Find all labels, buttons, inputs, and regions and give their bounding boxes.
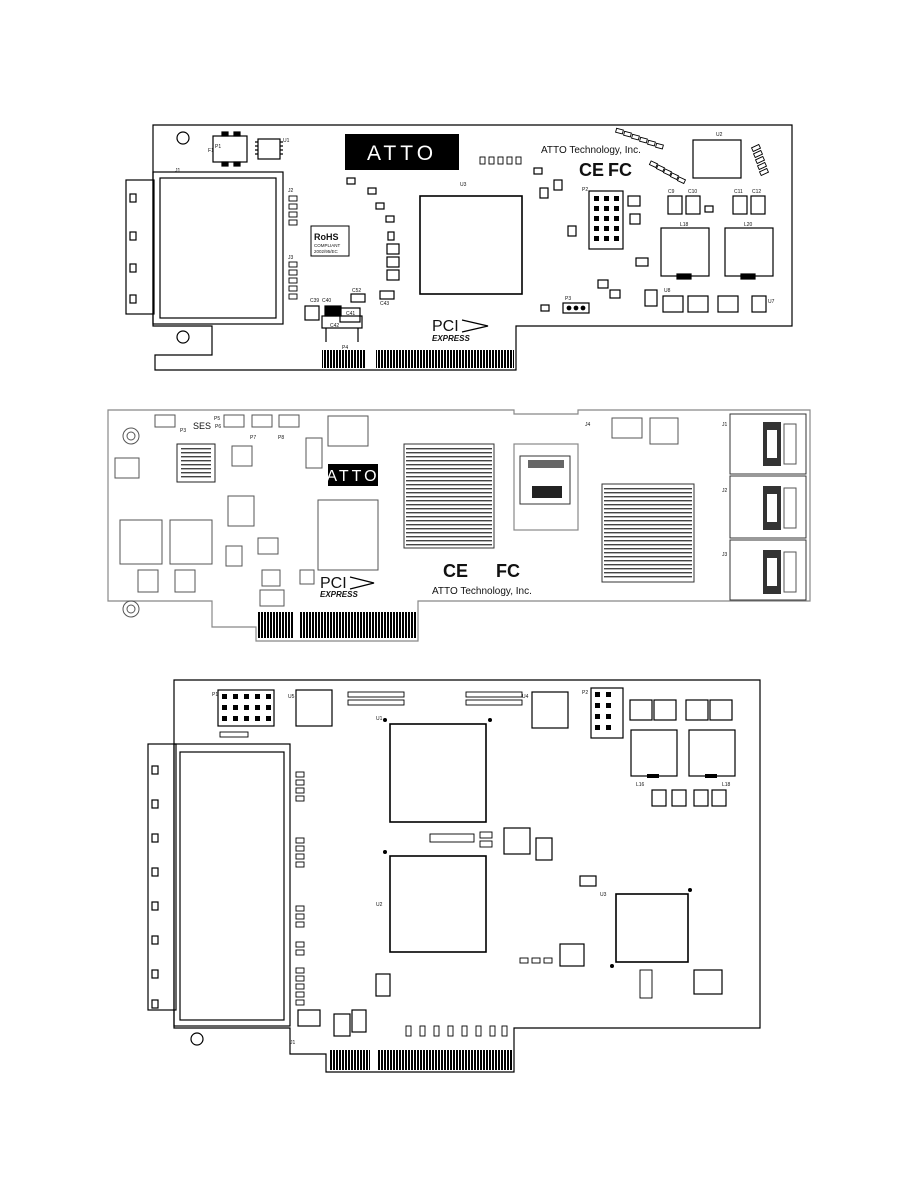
board-2-labels: ATTO ATTO Technology, Inc. CE FC PCI EXP… (180, 416, 728, 599)
fcc-mark: FC (608, 160, 632, 180)
refdes-l18: L18 (680, 222, 689, 228)
refdes-u1: U1 (283, 138, 290, 144)
refdes-u3: U3 (460, 182, 467, 188)
ce-mark: CE (579, 160, 604, 180)
board-1-edge-fingers (322, 350, 514, 368)
refdes-u1-b3: U1 (376, 716, 383, 722)
board-1-labels: ATTO ATTO Technology, Inc. CE FC PCI EXP… (175, 132, 775, 351)
refdes-c41: C41 (346, 311, 355, 317)
refdes-p4: P4 (342, 345, 348, 351)
refdes-c39: C39 (310, 298, 319, 304)
refdes-c40: C40 (322, 298, 331, 304)
atto-logo-box (345, 134, 459, 170)
board-2-components (114, 413, 807, 618)
express-logo-text: EXPRESS (432, 334, 470, 343)
rohs-badge (310, 225, 350, 257)
refdes-p8-b2: P8 (278, 435, 284, 441)
refdes-l20: L20 (744, 222, 753, 228)
board-1-passives (288, 127, 770, 300)
refdes-p6-b2: P6 (215, 424, 221, 430)
connector-bracket (125, 179, 155, 315)
company-name: ATTO Technology, Inc. (541, 145, 641, 156)
refdes-u4-b3: U4 (522, 694, 529, 700)
refdes-u3-b3: U3 (600, 892, 607, 898)
refdes-c43: C43 (380, 301, 389, 307)
refdes-c42: C42 (330, 323, 339, 329)
refdes-p5-b2: P5 (214, 416, 220, 422)
atto-logo-box-2 (328, 464, 378, 486)
pci-logo-text-2: PCI (320, 575, 347, 592)
refdes-l18-b3: L18 (722, 782, 731, 788)
atto-logo-2: ATTO (326, 468, 379, 485)
refdes-j3-b2: J3 (722, 552, 728, 558)
refdes-u2-b3: U2 (376, 902, 383, 908)
refdes-ses: SES (193, 421, 211, 431)
refdes-u2: U2 (716, 132, 723, 138)
refdes-u7: U7 (768, 299, 775, 305)
atto-logo: ATTO (367, 142, 437, 165)
refdes-p1-b3: P1 (212, 692, 218, 698)
refdes-p3: P3 (565, 296, 571, 302)
express-logo-text-2: EXPRESS (320, 590, 358, 599)
refdes-j3: J3 (288, 255, 294, 261)
refdes-p3-b2: P3 (180, 428, 186, 434)
refdes-c9: C9 (668, 189, 675, 195)
board-3-header-pins (222, 692, 717, 968)
company-name-2: ATTO Technology, Inc. (432, 586, 532, 597)
refdes-j1-b2: J1 (722, 422, 728, 428)
refdes-f1: F1 (208, 148, 214, 154)
ce-mark-2: CE (443, 561, 468, 581)
refdes-p2: P2 (582, 187, 588, 193)
board-3-edge-fingers (330, 1050, 512, 1070)
refdes-p1: P1 (215, 144, 221, 150)
fcc-mark-2: FC (496, 561, 520, 581)
refdes-c11: C11 (734, 189, 743, 195)
rohs-title: RoHS (314, 232, 339, 242)
rohs-line1: COMPLIANT (314, 243, 341, 248)
refdes-j1-b3: J1 (290, 1040, 296, 1046)
refdes-c12: C12 (752, 189, 761, 195)
refdes-l16-b3: L16 (636, 782, 645, 788)
refdes-u5-b3: U5 (288, 694, 295, 700)
refdes-j1: J1 (175, 168, 181, 174)
refdes-j2-b2: J2 (722, 488, 728, 494)
refdes-p7-b2: P7 (250, 435, 256, 441)
refdes-j4-b2: J4 (585, 422, 591, 428)
refdes-p2-b3: P2 (582, 690, 588, 696)
board-3-labels: P1 P2 J1 U1 U2 U3 U4 U5 L16 L18 (212, 690, 731, 1046)
refdes-c10: C10 (688, 189, 697, 195)
board-3-passives (219, 691, 653, 1037)
board-2-edge-fingers (258, 612, 416, 638)
board-1 (125, 124, 793, 371)
board-3 (147, 679, 761, 1073)
pci-logo-text: PCI (432, 318, 459, 335)
rohs-line2: 2002/95/EC (314, 249, 339, 254)
refdes-j2: J2 (288, 188, 294, 194)
refdes-c52: C52 (352, 288, 361, 294)
refdes-u8: U8 (664, 288, 671, 294)
